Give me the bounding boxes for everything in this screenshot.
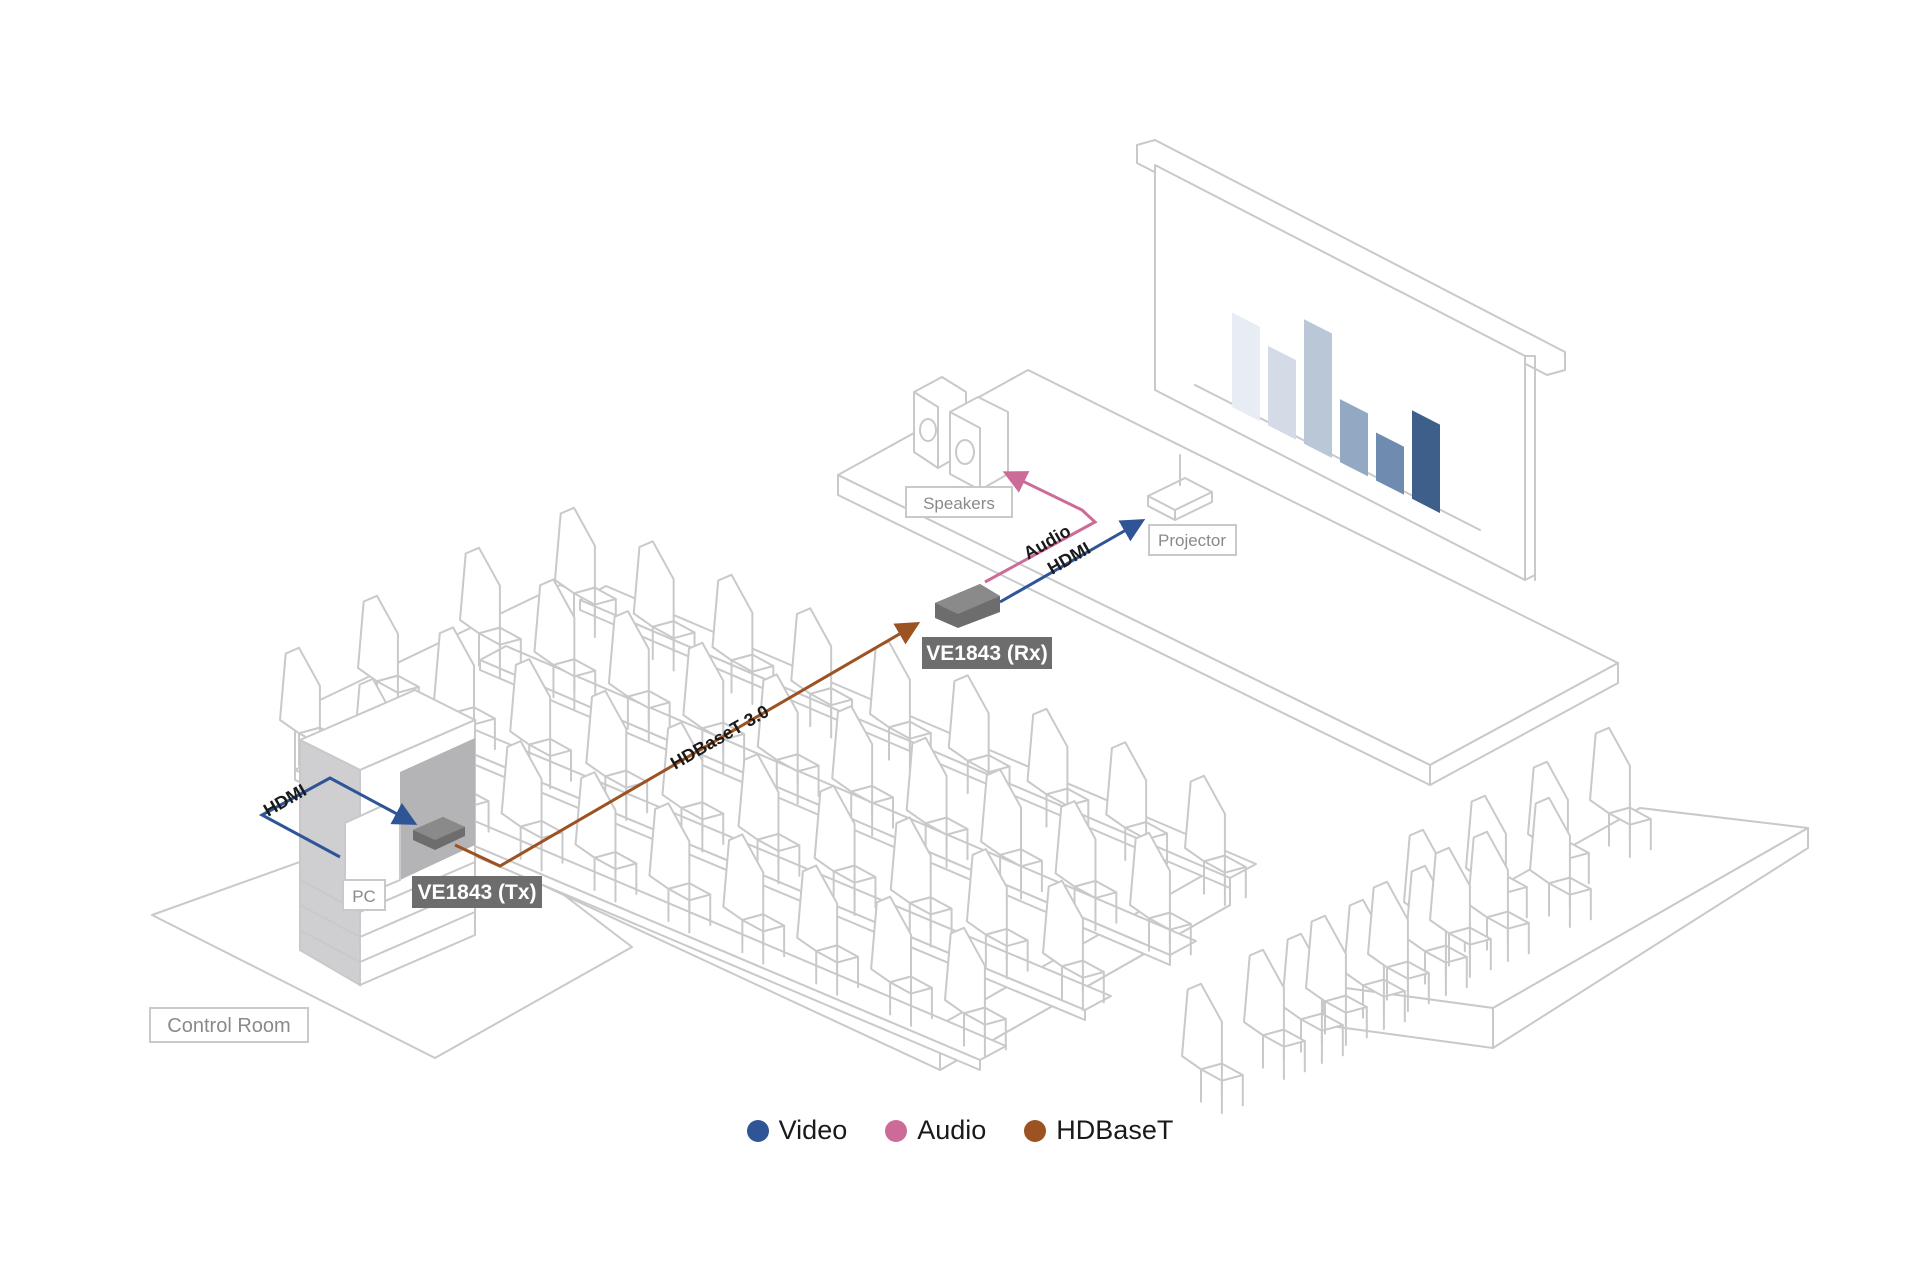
audience-seating (279, 506, 1257, 1071)
chair (1429, 846, 1492, 978)
legend-item-hdbaset: HDBaseT (1024, 1115, 1173, 1146)
chair (870, 895, 933, 1027)
chair (756, 673, 820, 805)
chair (574, 771, 638, 903)
chair (648, 802, 712, 934)
chair (944, 926, 1007, 1058)
chair (585, 689, 649, 821)
chair (459, 546, 522, 678)
legend-label: Audio (917, 1115, 987, 1145)
speakers-label: Speakers (905, 486, 1013, 518)
screen-bar (1412, 410, 1440, 514)
chair (965, 848, 1029, 980)
chair (796, 864, 860, 996)
chair (533, 578, 597, 710)
chair (1181, 982, 1244, 1114)
rx-device (935, 584, 1000, 628)
chair (1467, 830, 1530, 962)
chair (813, 784, 877, 916)
screen-bar (1232, 312, 1260, 422)
chair (1243, 948, 1306, 1080)
projector-label: Projector (1148, 524, 1237, 556)
cables (258, 471, 1146, 868)
chair (607, 610, 671, 742)
chair (869, 640, 932, 772)
svg-text:VE1843 (Tx): VE1843 (Tx) (417, 881, 536, 904)
chair (737, 753, 801, 885)
chair (632, 540, 696, 672)
legend-label: HDBaseT (1056, 1115, 1174, 1145)
chair (831, 705, 895, 837)
rx-device-label: VE1843 (Rx) (922, 637, 1052, 669)
equipment-rack (297, 688, 478, 987)
projector-icon (1147, 454, 1213, 521)
legend-label: Video (778, 1115, 848, 1145)
chair (1042, 879, 1105, 1011)
chair (722, 833, 786, 965)
pc-label: PC (342, 879, 386, 911)
legend: Video Audio HDBaseT (0, 1115, 1920, 1146)
chair (682, 641, 746, 773)
screen-bar (1340, 399, 1368, 477)
projection-screen (1136, 139, 1566, 581)
hdbaset-dot-icon (1024, 1119, 1047, 1142)
speakers-icon (913, 376, 1009, 491)
chair (1589, 726, 1652, 858)
chair (1129, 831, 1192, 963)
chair (500, 740, 564, 872)
chair (1054, 800, 1118, 932)
stage-platform (837, 369, 1619, 786)
svg-text:Speakers: Speakers (923, 494, 995, 513)
chair (1184, 774, 1247, 906)
screen-bar (1268, 345, 1296, 440)
screen-bar (1304, 319, 1332, 458)
chair (1367, 880, 1430, 1012)
svg-text:PC: PC (352, 887, 376, 906)
chair (1305, 914, 1368, 1046)
tx-device (413, 817, 465, 850)
hdbaset-cable (454, 621, 921, 868)
legend-item-video: Video (746, 1115, 848, 1146)
tx-device-label: VE1843 (Tx) (412, 876, 542, 908)
svg-text:VE1843 (Rx): VE1843 (Rx) (926, 642, 1047, 665)
svg-text:Control Room: Control Room (167, 1015, 290, 1037)
chair (711, 573, 775, 705)
audio-cable (984, 471, 1098, 584)
chair (980, 768, 1043, 900)
screen-bar (1376, 432, 1404, 495)
chair (947, 674, 1011, 806)
right-seating-chairs (1181, 726, 1652, 1114)
control-room-label: Control Room (149, 1007, 309, 1043)
pc-hdmi-cable (258, 776, 418, 859)
svg-text:Projector: Projector (1158, 531, 1226, 550)
audio-dot-icon (885, 1119, 908, 1142)
video-dot-icon (746, 1119, 769, 1142)
chair (905, 736, 969, 868)
chair (1529, 796, 1592, 928)
legend-item-audio: Audio (885, 1115, 986, 1146)
screen-bar-chart (1232, 312, 1440, 514)
projector-hdmi-cable (999, 519, 1146, 604)
